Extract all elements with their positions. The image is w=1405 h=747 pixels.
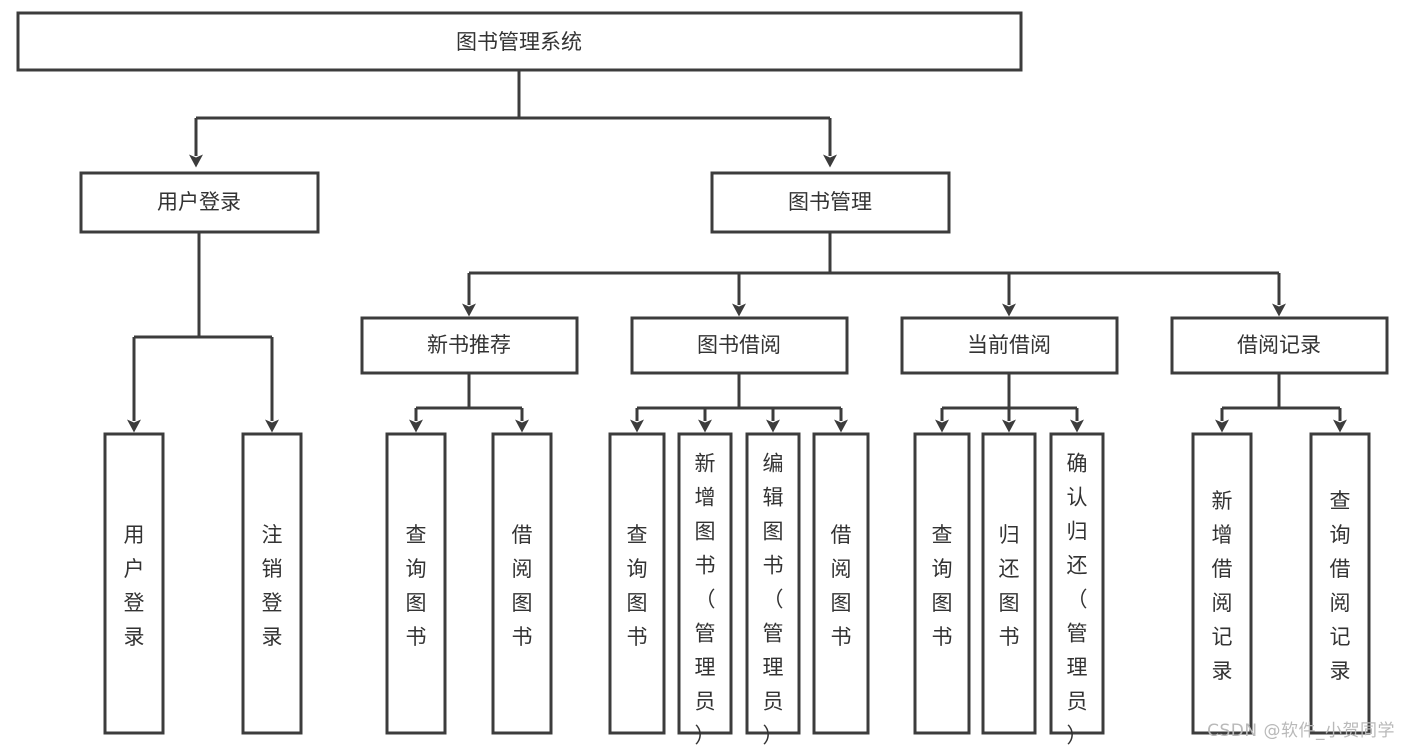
node-book-management-label: 图书管理 bbox=[788, 190, 872, 214]
connector-userlogin-to-leaves bbox=[127, 232, 279, 433]
leaf-bookborrow-edit-book-admin[interactable]: 编辑图书（管理员） bbox=[745, 432, 801, 747]
leaf-currentborrow-query-book-label: 查询图书 bbox=[932, 523, 953, 649]
node-user-login[interactable]: 用户登录 bbox=[79, 171, 320, 234]
leaf-newbook-borrow-book[interactable]: 借阅图书 bbox=[491, 432, 553, 735]
leaf-user-login-logout[interactable]: 注销登录 bbox=[241, 432, 303, 735]
leaf-currentborrow-return-book[interactable]: 归还图书 bbox=[981, 432, 1037, 735]
leaf-bookborrow-edit-book-admin-label: 编辑图书（管理员） bbox=[763, 452, 784, 747]
node-borrow-record-label: 借阅记录 bbox=[1237, 333, 1321, 357]
leaf-currentborrow-query-book[interactable]: 查询图书 bbox=[913, 432, 971, 735]
leaf-borrowrecord-add-record-label: 新增借阅记录 bbox=[1212, 489, 1233, 683]
leaf-bookborrow-borrow-book[interactable]: 借阅图书 bbox=[812, 432, 870, 735]
node-new-book-recommend-label: 新书推荐 bbox=[427, 333, 511, 357]
node-current-borrow-label: 当前借阅 bbox=[967, 333, 1051, 357]
connector-currentborrow-to-leaves bbox=[935, 373, 1084, 433]
connector-bookmgmt-to-level3 bbox=[462, 232, 1286, 317]
leaf-bookborrow-query-book[interactable]: 查询图书 bbox=[608, 432, 666, 735]
node-root-label: 图书管理系统 bbox=[456, 30, 582, 54]
connector-borrowrecord-to-leaves bbox=[1215, 373, 1347, 433]
leaf-bookborrow-add-book-admin[interactable]: 新增图书（管理员） bbox=[677, 432, 733, 747]
leaf-borrowrecord-query-record[interactable]: 查询借阅记录 bbox=[1309, 432, 1371, 735]
leaf-bookborrow-add-book-admin-label: 新增图书（管理员） bbox=[695, 452, 716, 747]
leaf-borrowrecord-add-record[interactable]: 新增借阅记录 bbox=[1191, 432, 1253, 735]
csdn-watermark: CSDN @软件_小贺同学 bbox=[1207, 721, 1395, 741]
leaf-bookborrow-borrow-book-label: 借阅图书 bbox=[831, 523, 852, 649]
leaf-newbook-borrow-book-label: 借阅图书 bbox=[512, 523, 533, 649]
node-book-management[interactable]: 图书管理 bbox=[710, 171, 951, 234]
node-current-borrow[interactable]: 当前借阅 bbox=[900, 316, 1119, 375]
node-root[interactable]: 图书管理系统 bbox=[16, 11, 1023, 72]
node-book-borrow[interactable]: 图书借阅 bbox=[630, 316, 849, 375]
connector-newbook-to-leaves bbox=[409, 373, 529, 433]
leaf-user-login-login[interactable]: 用户登录 bbox=[103, 432, 165, 735]
node-book-borrow-label: 图书借阅 bbox=[697, 333, 781, 357]
leaf-currentborrow-return-book-label: 归还图书 bbox=[999, 523, 1020, 649]
leaf-user-login-logout-label: 注销登录 bbox=[262, 523, 283, 649]
leaf-currentborrow-confirm-return-admin[interactable]: 确认归还（管理员） bbox=[1049, 432, 1105, 747]
leaf-newbook-query-book[interactable]: 查询图书 bbox=[385, 432, 447, 735]
node-borrow-record[interactable]: 借阅记录 bbox=[1170, 316, 1389, 375]
leaf-newbook-query-book-label: 查询图书 bbox=[406, 523, 427, 649]
leaf-user-login-login-label: 用户登录 bbox=[124, 523, 145, 649]
node-new-book-recommend[interactable]: 新书推荐 bbox=[360, 316, 579, 375]
leaf-bookborrow-query-book-label: 查询图书 bbox=[627, 523, 648, 649]
connector-bookborrow-to-leaves bbox=[630, 373, 848, 433]
leaf-borrowrecord-query-record-label: 查询借阅记录 bbox=[1330, 489, 1351, 683]
connector-root-to-level2 bbox=[189, 70, 837, 168]
node-user-login-label: 用户登录 bbox=[157, 190, 241, 214]
leaf-currentborrow-confirm-return-admin-label: 确认归还（管理员） bbox=[1067, 452, 1088, 747]
